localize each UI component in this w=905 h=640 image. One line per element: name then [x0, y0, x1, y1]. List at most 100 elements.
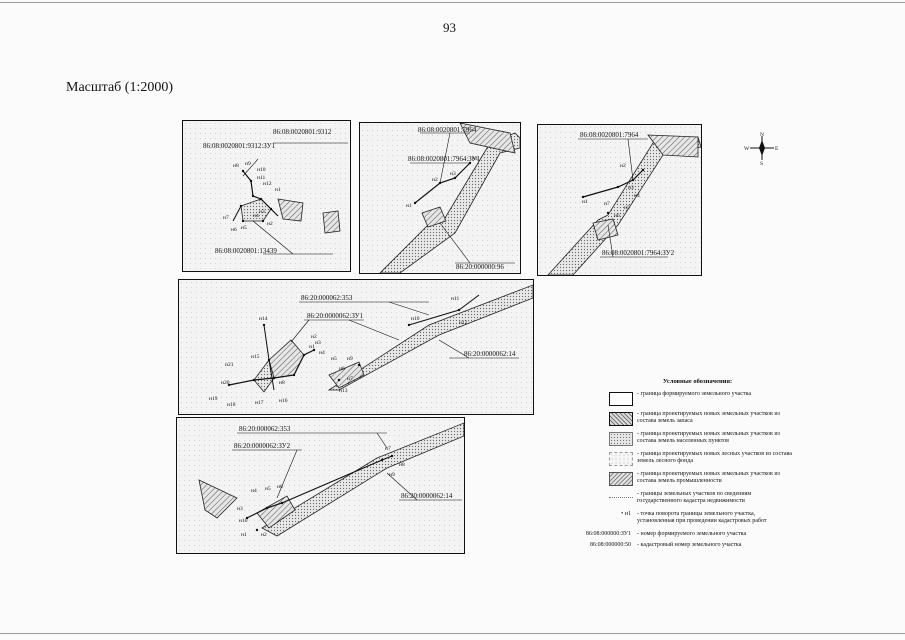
map2-point: н3 — [450, 171, 456, 177]
legend-swatch-forest — [609, 452, 633, 466]
scale-label: Масштаб (1:2000) — [66, 80, 173, 95]
map4-cadastral-label: 86:20:000062:353 — [301, 294, 353, 302]
legend-text: - точка поворота границы земельного учас… — [637, 511, 767, 524]
map4-point: н5 — [331, 356, 337, 362]
legend-item: 86:08:000000:ЗУ1 - номер формируемого зе… — [565, 531, 790, 542]
map1-point: н1 — [275, 187, 281, 193]
map3-parcel-small — [592, 218, 619, 241]
map3-point: н5 — [624, 205, 630, 211]
map5-point: н3 — [237, 506, 243, 512]
map4-point: н2 — [311, 334, 317, 340]
legend-text: - границы земельных участков по сведения… — [637, 491, 752, 504]
map5-road-strip — [261, 422, 464, 537]
map1-point: н5 — [241, 225, 247, 231]
legend-key-text: 86:08:000000:50 — [589, 542, 631, 548]
compass-rose: N S E W — [744, 130, 780, 167]
map-panel-2: 86:08:0020801:7964 86:08:0020801:7964:ЗУ… — [359, 122, 521, 274]
map5-parcel-a — [198, 479, 238, 519]
legend-item: - граница формируемого земельного участк… — [565, 391, 790, 411]
map5-point: н6 — [277, 484, 283, 490]
map4-parcel-c — [328, 361, 365, 389]
compass-e: E — [775, 146, 779, 152]
map1-point: н4 — [253, 213, 259, 219]
map1-point: н7 — [223, 215, 229, 221]
legend-text: - кадастровый номер земельного участка — [637, 542, 742, 548]
map3-point: н1 — [582, 199, 588, 205]
map3-parcel-label: 86:08:0020801:7964:ЗУ2 — [602, 249, 675, 257]
map2-point: н4 — [472, 156, 478, 162]
legend-text: - граница проектируемых новых земельных … — [637, 411, 780, 424]
map3-boundary — [582, 169, 644, 198]
compass-n: N — [760, 132, 764, 138]
legend-key-text: н1 — [624, 511, 631, 517]
map2-parcel-reserve — [459, 123, 516, 154]
map1-parcel-label: 86:08:0020801:9312:ЗУ1 — [203, 142, 276, 150]
map1-parcel-side — [322, 210, 341, 234]
page-number: 93 — [443, 20, 456, 35]
map4-point: н13 — [339, 388, 348, 394]
map4-point: н18 — [227, 402, 236, 408]
legend-item: - граница проектируемых новых земельных … — [565, 471, 790, 491]
legend-item: - граница проектируемых новых земельных … — [565, 431, 790, 451]
map5-point: н10 — [239, 518, 248, 524]
map5-point: н9 — [389, 472, 395, 478]
map3-point: н3 — [628, 185, 634, 191]
legend-key-text: 86:08:000000:ЗУ1 — [585, 531, 631, 537]
legend-text: - граница формируемого земельного участк… — [637, 391, 752, 397]
map4-point: н11 — [451, 296, 459, 302]
map1-point: н3 — [259, 209, 265, 215]
map4-cadastral-label-2: 86:20:0000062:14 — [464, 350, 516, 358]
map3-cadastral-label: 86:08:0020801:7964 — [580, 131, 639, 139]
map2-cadastral-label-2: 86:20:000000:96 — [456, 263, 504, 271]
map5-parcel-b — [256, 495, 296, 529]
legend-swatch-formed-boundary — [609, 392, 633, 406]
map-panel-1: 86:08:0020801:9312 86:08:0020801:9312:ЗУ… — [182, 120, 351, 272]
map1-cadastral-label-2: 86:08:0020801:13439 — [215, 247, 277, 255]
legend-swatch-industry — [609, 472, 633, 486]
legend-text: - граница проектируемых новых земельных … — [637, 431, 780, 444]
legend-swatch-cadastre — [609, 497, 633, 505]
map4-point: н8 — [279, 380, 285, 386]
map-panel-4: 86:20:000062:353 86:20:0000062:ЗУ1 86:20… — [178, 279, 534, 415]
map4-point: н15 — [251, 354, 260, 360]
map5-point: н7 — [385, 446, 391, 452]
map4-point: н9 — [347, 356, 353, 362]
map4-point: н17 — [255, 400, 264, 406]
map-panel-3: 86:08:0020801:7964 86:08:0020801:7964:ЗУ… — [537, 124, 702, 276]
map5-point: н1 — [241, 532, 247, 538]
map2-parcel-small — [421, 206, 447, 228]
map-panel-5: 86:20:000062:353 86:20:0000062:ЗУ2 86:20… — [176, 417, 465, 554]
legend-swatch-settlement — [609, 432, 633, 446]
map1-point: н11 — [257, 175, 265, 181]
map4-point: н21 — [225, 362, 234, 368]
map5-cadastral-label: 86:20:000062:353 — [239, 425, 291, 433]
map4-point: н12 — [459, 320, 468, 326]
map4-road-strip — [327, 284, 533, 391]
map2-boundary — [414, 162, 471, 204]
map2-cadastral-label: 86:08:0020801:7964 — [418, 126, 477, 134]
compass-s: S — [760, 161, 763, 166]
map3-road-strip — [547, 136, 701, 275]
map5-point: н4 — [251, 488, 257, 494]
map4-point: н7 — [347, 376, 353, 382]
legend-item: - границы земельных участков по сведения… — [565, 491, 790, 511]
legend-item: - граница проектируемых новых земельных … — [565, 411, 790, 431]
map1-point: н2 — [267, 221, 273, 227]
map4-point: н20 — [221, 380, 230, 386]
map2-parcel-label: 86:08:0020801:7964:ЗУ1 — [408, 155, 481, 163]
map3-point: н2 — [620, 163, 626, 169]
map-legend: Условные обозначения: - граница формируе… — [565, 378, 792, 553]
legend-title: Условные обозначения: — [662, 378, 733, 385]
map1-point: н8 — [233, 163, 239, 169]
map4-point: н1 — [309, 344, 315, 350]
map3-point: н6 — [614, 213, 620, 219]
map3-point: н7 — [604, 201, 610, 207]
map4-parcel-label: 86:20:0000062:ЗУ1 — [307, 312, 364, 320]
map5-parcel-label: 86:20:0000062:ЗУ2 — [234, 442, 291, 450]
legend-item: - граница проектируемых новых лесных уча… — [565, 451, 792, 471]
map1-point: н6 — [231, 227, 237, 233]
legend-key-point: • н1 — [607, 511, 631, 518]
map2-point: н2 — [432, 177, 438, 183]
map1-point: н12 — [263, 181, 272, 187]
legend-item: • н1 - точка поворота границы земельного… — [565, 511, 790, 531]
